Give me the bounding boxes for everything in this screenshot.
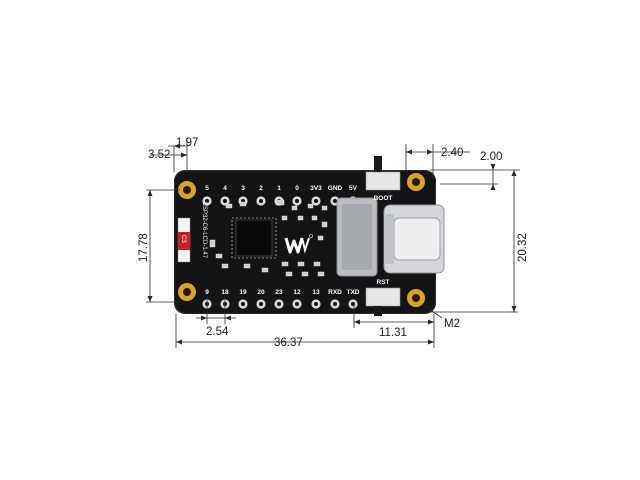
boot-label: BOOT	[374, 195, 393, 202]
rst-label: RST	[377, 279, 390, 286]
smd-part	[321, 221, 328, 228]
pin-label-top: 3V3	[310, 185, 322, 192]
pad-hole	[277, 302, 281, 306]
pin-label-bottom: 20	[257, 289, 265, 296]
pin-label-bottom: 9	[205, 289, 209, 296]
smd-part	[275, 199, 285, 206]
pad-hole	[333, 302, 337, 306]
smd-part	[243, 263, 251, 269]
pin-label-bottom: 19	[239, 289, 247, 296]
dim-2-40: 2.40	[441, 147, 463, 159]
pin-label-top: 3	[241, 185, 245, 192]
pad-hole	[314, 302, 318, 306]
dim-36-37: 36.37	[274, 337, 303, 349]
mounting-hole-top-right	[407, 173, 425, 191]
pin-label-bottom: 23	[275, 289, 283, 296]
mounting-hole-bottom-right	[407, 289, 425, 307]
reset-button: RST	[365, 279, 401, 316]
smd-part	[307, 203, 314, 209]
board-name-label: ESP32-C6-LCD-1.47	[201, 202, 207, 259]
smd-part	[239, 201, 247, 207]
mounting-hole-top-left	[178, 181, 196, 199]
smd-part	[301, 271, 309, 277]
pin-label-bottom: RXD	[328, 289, 342, 296]
smd-part	[209, 239, 216, 248]
dim-2-00: 2.00	[480, 151, 502, 163]
smd-part	[311, 215, 318, 221]
smd-part	[225, 203, 233, 209]
pin-label-top: 5V	[349, 185, 358, 192]
pin-label-bottom: 13	[312, 289, 320, 296]
boot-button: BOOT	[365, 156, 401, 202]
pin-label-top: GND	[328, 185, 343, 192]
dim-2-54: 2.54	[206, 326, 229, 338]
waveshare-logo	[284, 234, 313, 254]
smd-part	[261, 267, 269, 273]
pad-hole	[314, 199, 318, 203]
pad-hole	[333, 199, 337, 203]
dimension-labels: 3.52 1.97 2.40 2.00 17.78 20.32 2.54 36.…	[138, 137, 529, 349]
pad-hole	[241, 302, 245, 306]
smd-part	[281, 215, 288, 221]
smd-part	[317, 235, 324, 241]
pad-hole	[295, 302, 299, 306]
mounting-holes	[178, 173, 425, 307]
smd-part	[221, 263, 229, 269]
smd-part	[291, 205, 298, 211]
pad-hole	[259, 199, 263, 203]
bottom-pin-labels: 9 18 19 20 23 12 13 RXD TXD	[205, 289, 360, 296]
dim-20-32: 20.32	[517, 233, 529, 262]
usb-c-connector	[383, 204, 445, 274]
smd-part	[297, 261, 305, 267]
label-m2: M2	[444, 318, 460, 330]
pad-hole	[259, 302, 263, 306]
dim-11-31: 11.31	[379, 327, 407, 339]
smd-part	[281, 261, 289, 267]
dimension-arrows	[147, 143, 517, 345]
metal-shield	[336, 197, 378, 277]
smd-part	[297, 215, 304, 221]
pad-hole	[223, 199, 227, 203]
smd-part	[313, 261, 321, 267]
red-chip-component: C3	[177, 217, 191, 263]
pin-label-bottom: 18	[221, 289, 229, 296]
pin-label-bottom: TXD	[347, 289, 360, 296]
pin-label-top: 1	[277, 185, 281, 192]
smd-components	[209, 199, 328, 277]
smd-part	[321, 205, 328, 211]
smd-part	[317, 271, 325, 277]
pad-hole	[295, 199, 299, 203]
pad-hole	[205, 199, 209, 203]
bottom-pin-pads	[202, 299, 358, 309]
main-ic	[231, 217, 277, 259]
pin-label-top: 4	[223, 185, 227, 192]
dim-17-78: 17.78	[138, 233, 150, 262]
top-pin-labels: 5 4 3 2 1 0 3V3 GND 5V	[205, 185, 357, 192]
pin-label-top: 2	[259, 185, 263, 192]
pin-label-bottom: 12	[293, 289, 301, 296]
smd-part	[285, 271, 293, 277]
mounting-hole-bottom-left	[178, 283, 196, 301]
pin-label-top: 0	[295, 185, 299, 192]
smd-part	[215, 253, 223, 259]
chip-label: C3	[180, 235, 186, 243]
dim-1-97: 1.97	[176, 137, 198, 149]
dim-3-52: 3.52	[148, 149, 170, 161]
pin-label-top: 5	[205, 185, 209, 192]
